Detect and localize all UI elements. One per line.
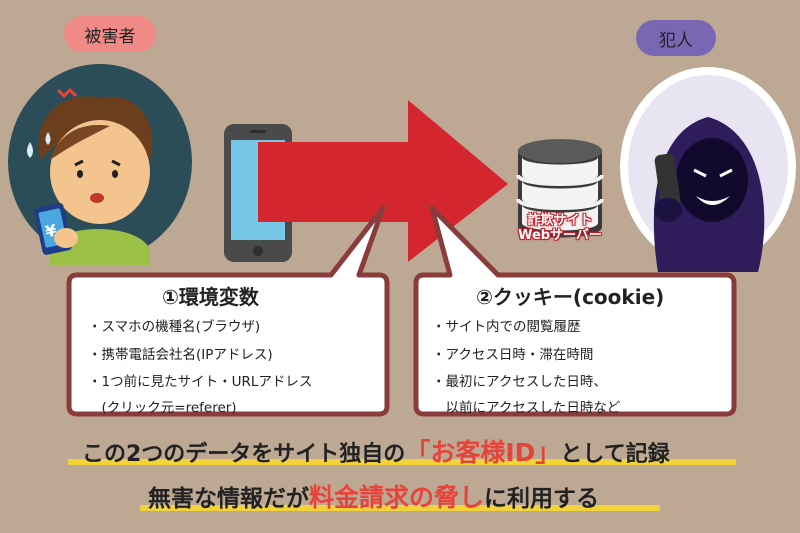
caption-1-post: として記録 xyxy=(560,442,670,467)
callout-2-item: 以前にアクセスした日時など xyxy=(432,400,621,416)
server-label-line1: 詐欺サイト xyxy=(527,213,593,228)
callout-1-shape xyxy=(66,205,390,417)
caption-2-pre: 無害な情報だが xyxy=(148,486,309,512)
caption-1-highlight: 「お客様ID」 xyxy=(405,438,561,467)
callout-2-item: ・サイト内での閲覧履歴 xyxy=(432,319,581,335)
server-label: 詐欺サイト Webサーバー xyxy=(492,213,628,243)
callout-1-item: ・1つ前に見たサイト・URLアドレス xyxy=(88,374,313,390)
victim-label-text: 被害者 xyxy=(84,26,136,47)
callout-2-item: ・最初にアクセスした日時、 xyxy=(432,374,607,390)
callout-1-title: ①環境変数 xyxy=(162,285,259,309)
caption-1-pre: この2つのデータをサイト独自の xyxy=(82,442,406,467)
caption-2-highlight: 料金請求の脅し xyxy=(309,483,485,512)
criminal-illustration xyxy=(620,67,796,272)
callout-1-item: ・スマホの機種名(ブラウザ) xyxy=(88,319,261,335)
callout-2-item: ・アクセス日時・滞在時間 xyxy=(432,347,594,363)
caption-1-underline xyxy=(68,459,736,465)
caption-2-post: に利用する xyxy=(484,486,600,512)
callout-1-item: (クリック元=referer) xyxy=(88,400,237,416)
caption-line-1: この2つのデータをサイト独自の「お客様ID」として記録 xyxy=(82,433,670,469)
criminal-label: 犯人 xyxy=(636,20,716,56)
server-database-icon xyxy=(516,139,604,238)
callout-1-item: ・携帯電話会社名(IPアドレス) xyxy=(88,347,273,363)
callout-2-title: ②クッキー(cookie) xyxy=(476,285,665,309)
server-label-line2: Webサーバー xyxy=(518,228,602,243)
caption-line-2: 無害な情報だが料金請求の脅しに利用する xyxy=(148,478,599,514)
callout-2-shape xyxy=(413,205,737,417)
criminal-label-text: 犯人 xyxy=(659,30,693,51)
caption-2-underline xyxy=(140,505,660,511)
victim-label: 被害者 xyxy=(64,16,156,52)
victim-illustration: ¥ xyxy=(8,64,192,265)
